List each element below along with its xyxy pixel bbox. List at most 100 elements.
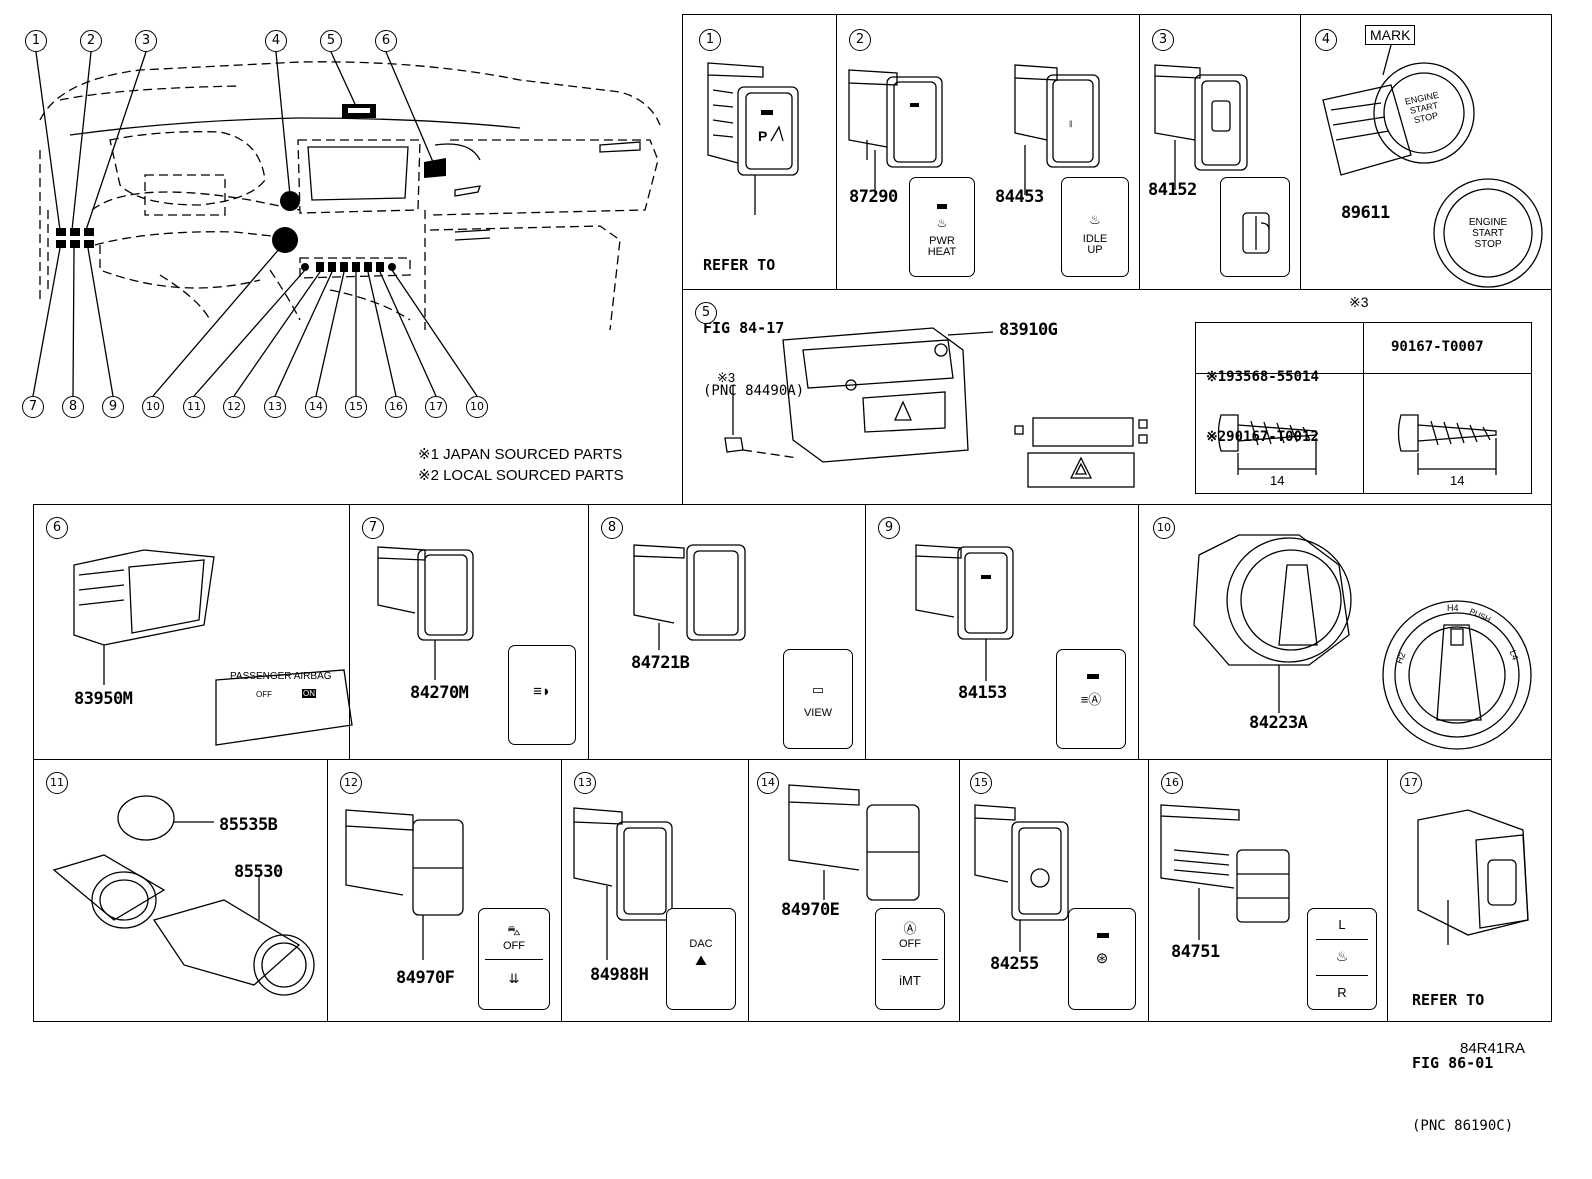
- airbag-label: PASSENGER AIRBAG: [230, 671, 332, 682]
- screw-note-mark: ※3: [717, 370, 736, 385]
- pwr-label: PWR: [929, 235, 955, 247]
- mark-label: MARK: [1365, 25, 1416, 45]
- pwr-heat-switch: ♨ PWR HEAT: [909, 177, 975, 277]
- callout-7: 7: [22, 396, 44, 418]
- switches-drawing: ⧛: [848, 64, 1100, 195]
- panel-2: 2 ⧛ 87290 84453 ♨ PWR HEAT ♨ IDLE UP: [836, 14, 1140, 290]
- engine-label-2: ENGINE: [1468, 217, 1508, 228]
- panel-10: 10 84223A H2 H4 PUSH L4: [1138, 504, 1552, 760]
- part-84453: 84453: [995, 187, 1044, 207]
- switch-drawing: [788, 784, 920, 901]
- headlight-level-switch: [1220, 177, 1290, 277]
- part-84255: 84255: [990, 954, 1039, 974]
- panel-17: 17 REFER TO FIG 86-01 (PNC 86190C): [1387, 759, 1552, 1134]
- screws-drawing: [1217, 414, 1497, 475]
- screw-table: ※193568-55014 ※290167-T0012 90167-T0007 …: [1195, 322, 1532, 494]
- knob-h4: H4: [1447, 603, 1459, 613]
- panel-14-number: 14: [757, 772, 779, 794]
- panel-17-number: 17: [1400, 772, 1422, 794]
- up-label: UP: [1087, 244, 1103, 256]
- part-84970F: 84970F: [396, 968, 455, 988]
- panel-1: 1 P REFER TO FIG 84-17 (PNC 84490A): [682, 14, 837, 399]
- callout-16: 16: [385, 396, 407, 418]
- switch-drawing: P: [707, 62, 799, 215]
- note-japan-sourced: ※1 JAPAN SOURCED PARTS: [418, 446, 623, 463]
- ref-line-3: (PNC 86190C): [1412, 1118, 1514, 1134]
- part-84751: 84751: [1171, 942, 1220, 962]
- panel-2-number: 2: [849, 29, 871, 51]
- airbag-indicator-drawing: [73, 549, 353, 746]
- figure-code: 84R41RA: [1460, 1040, 1526, 1057]
- start-label-2: START: [1472, 228, 1504, 239]
- idle-label: IDLE: [1082, 233, 1108, 245]
- panel-7-number: 7: [362, 517, 384, 539]
- dac-icon: ⛰: [695, 952, 707, 968]
- part-84721B: 84721B: [631, 653, 690, 673]
- imt-label: iMT: [899, 973, 921, 988]
- seat-heater-r: R: [1337, 985, 1347, 1000]
- switch-drawing: [915, 544, 1014, 681]
- screw-b-part: 90167-T0007: [1391, 339, 1484, 355]
- panel-10-number: 10: [1153, 517, 1175, 539]
- seat-heater-switch: L ♨ R: [1307, 908, 1377, 1010]
- auto-stop-icon: Ⓐ: [903, 921, 917, 936]
- panel-3-number: 3: [1152, 29, 1174, 51]
- panel-5-number: 5: [695, 302, 717, 324]
- panel-16: 16 84751 L ♨ R: [1148, 759, 1388, 1022]
- callout-6: 6: [375, 30, 397, 52]
- screw-b-length: 14: [1450, 473, 1465, 488]
- panel-8: 8 84721B ▭ VIEW: [588, 504, 866, 760]
- screw-a-pn-2: ※290167-T0012: [1206, 429, 1319, 445]
- headlight-level-icon: [1242, 212, 1270, 254]
- stop-label-2: STOP: [1474, 239, 1502, 250]
- callout-2: 2: [80, 30, 102, 52]
- switch-drawing: [377, 546, 474, 680]
- steering-heater-icon: ⊛: [1095, 950, 1109, 967]
- traction-off-label: OFF: [503, 940, 525, 952]
- callout-15: 15: [345, 396, 367, 418]
- panel-3: 3 84152: [1139, 14, 1301, 290]
- callout-17: 17: [425, 396, 447, 418]
- callout-4: 4: [265, 30, 287, 52]
- hill-descent-icon: ⇊: [508, 971, 520, 986]
- panel-4: 4 MARK ENGINE START STOP 89611 ENGINE ST…: [1300, 14, 1552, 290]
- panel-13-number: 13: [574, 772, 596, 794]
- ref-line-3: (PNC 84490A): [703, 383, 805, 399]
- part-84988H: 84988H: [590, 965, 649, 985]
- screw-a-length: 14: [1270, 473, 1285, 488]
- refer-fig-84-17: REFER TO FIG 84-17 (PNC 84490A): [703, 213, 804, 444]
- auto-headlight-switch: ≡Ⓐ: [1056, 649, 1126, 749]
- seat-heater-l: L: [1338, 917, 1346, 932]
- panel-9-number: 9: [878, 517, 900, 539]
- idle-up-switch: ♨ IDLE UP: [1061, 177, 1129, 277]
- 4wd-selector-drawing: [1193, 534, 1532, 750]
- callout-3: 3: [135, 30, 157, 52]
- panel-8-number: 8: [601, 517, 623, 539]
- callout-1: 1: [25, 30, 47, 52]
- panel-6: 6 83950M PASSENGER AIRBAG OFF ON: [33, 504, 353, 760]
- part-84152: 84152: [1148, 180, 1197, 200]
- view-label: VIEW: [803, 707, 833, 719]
- part-84223A: 84223A: [1249, 713, 1308, 733]
- screw-table-header: ※3: [1349, 294, 1369, 310]
- svg-text:⧛: ⧛: [1069, 119, 1073, 130]
- callout-12: 12: [223, 396, 245, 418]
- airbag-off: OFF: [256, 690, 272, 699]
- note-local-sourced: ※2 LOCAL SOURCED PARTS: [418, 467, 624, 484]
- heat-label: HEAT: [927, 246, 957, 258]
- panel-12: 12 84970F ⛍ OFF ⇊: [327, 759, 562, 1022]
- ref-line-2: FIG 86-01: [1412, 1054, 1494, 1072]
- panel-4-number: 4: [1315, 29, 1337, 51]
- panel-14: 14 84970E Ⓐ OFF iMT: [748, 759, 960, 1022]
- seat-heater-icon: ♨: [1335, 948, 1349, 964]
- switch-drawing: [1160, 804, 1290, 940]
- steering-heater-switch: ⊛: [1068, 908, 1136, 1010]
- start-stop-drawing: [1322, 44, 1543, 288]
- callout-10: 10: [142, 396, 164, 418]
- panel-1-number: 1: [699, 29, 721, 51]
- panel-15-number: 15: [970, 772, 992, 794]
- power-outlet-drawing: [52, 795, 315, 996]
- part-84270M: 84270M: [410, 683, 469, 703]
- auto-stop-off-label: OFF: [899, 938, 921, 950]
- fog-light-icon: ≡◗: [533, 683, 551, 700]
